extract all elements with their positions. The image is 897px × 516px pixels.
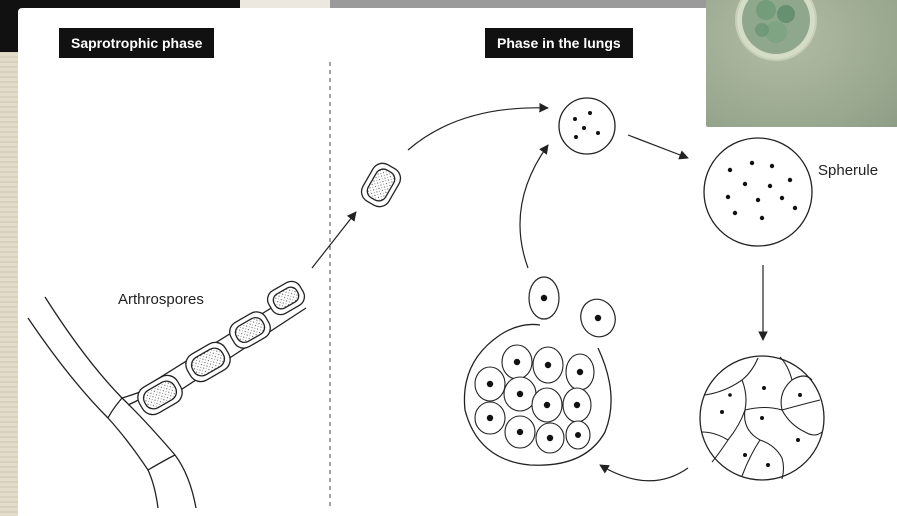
released-endospores xyxy=(529,277,620,342)
young-spherule xyxy=(559,98,615,154)
segmenting-spherule xyxy=(700,356,824,480)
released-arthrospore xyxy=(358,159,405,210)
spherule xyxy=(704,138,812,246)
saprotrophic-phase-label: Saprotrophic phase xyxy=(59,28,214,58)
ruptured-spherule xyxy=(464,324,611,465)
spherule-caption: Spherule xyxy=(818,162,878,179)
lung-phase-label: Phase in the lungs xyxy=(485,28,633,58)
spherule-micrograph-icon xyxy=(706,0,897,127)
spherule-micrograph xyxy=(706,0,897,127)
arthrospores-caption: Arthrospores xyxy=(118,291,204,308)
